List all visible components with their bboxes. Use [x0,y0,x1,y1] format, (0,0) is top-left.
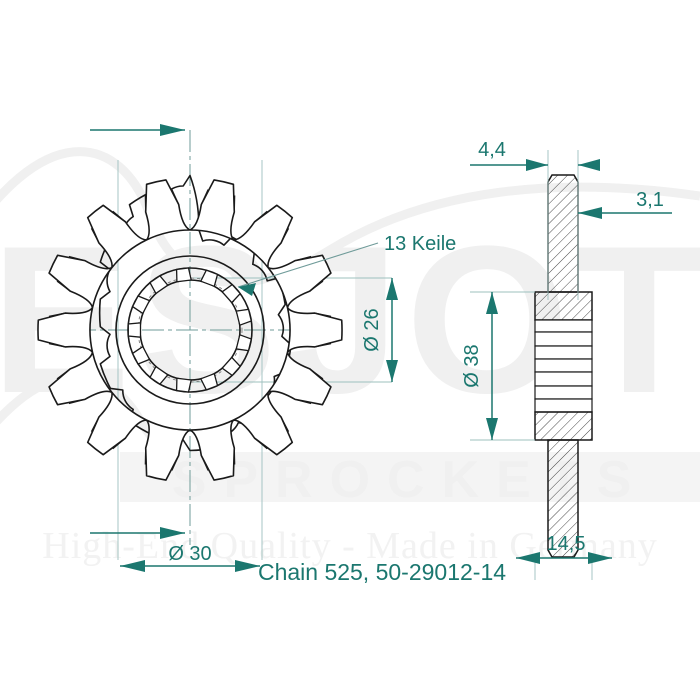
tooth-chamfer-line [56,280,71,292]
dimension-tooth-width: 4,4 [470,139,600,171]
tooth-chamfer-line [90,416,100,432]
dimension-tooth-tip: 3,1 [578,189,672,219]
tooth-chamfer-line [112,210,126,223]
dimension-label-root-diameter: Ø 30 [168,543,211,565]
spline-teeth-path [127,267,253,393]
tooth-chamfer-line [314,312,332,317]
section-tooth-lower [547,439,579,558]
internal-splines [127,267,253,393]
tooth-chamfer-line [56,368,71,380]
dimension-label-bore-diameter: Ø 26 [361,308,383,351]
tooth-chamfer-line [314,343,332,348]
tooth-chamfer-line [280,228,290,244]
drawing-title: Chain 525, 50-29012-14 [258,559,506,585]
tooth-chamfer-line [200,455,209,471]
front-view-sprocket [98,174,292,452]
dimension-total-width: 14,5 [516,533,612,564]
dimension-label-total-width: 14,5 [547,533,586,555]
tooth-chamfer-line [90,228,100,244]
section-hub-lower [534,411,593,441]
tooth-chamfer-line [280,416,290,432]
tooth-chamfer-line [112,437,126,450]
dimension-label-hub-diameter: Ø 38 [461,344,483,387]
tooth-chamfer-line [48,343,66,348]
tooth-chamfer-line [309,280,324,292]
sprocket-teeth [37,179,343,481]
tooth-chamfer-line [48,312,66,317]
annotation-label-splines: 13 Keile [384,233,456,255]
tooth-chamfer-line [200,189,209,205]
tooth-chamfer-line [295,398,312,405]
tooth-chamfer-line [68,398,85,405]
section-spline-band [534,319,593,413]
tooth-chamfer-line [309,368,324,380]
section-tooth-upper [547,174,579,293]
tooth-chamfer-line [171,455,180,471]
dimension-hub-diameter: Ø 38 [461,292,498,440]
annotation-splines: 13 Keile [237,233,456,296]
section-hub-upper [534,291,593,321]
dimension-root-diameter: Ø 30 [90,124,260,572]
section-view [534,174,593,558]
tooth-chamfer-line [68,255,85,262]
tooth-chamfer-line [295,255,312,262]
tooth-chamfer-line [171,189,180,205]
tooth-chamfer-line [254,437,268,450]
dimension-label-tooth-tip: 3,1 [636,189,664,211]
dimension-bore-diameter: Ø 26 [361,278,398,382]
tooth-chamfer-line [254,210,268,223]
section-extension-lines [470,150,593,580]
dimension-label-tooth-width: 4,4 [478,139,506,161]
hub-outer-circle [115,255,265,405]
